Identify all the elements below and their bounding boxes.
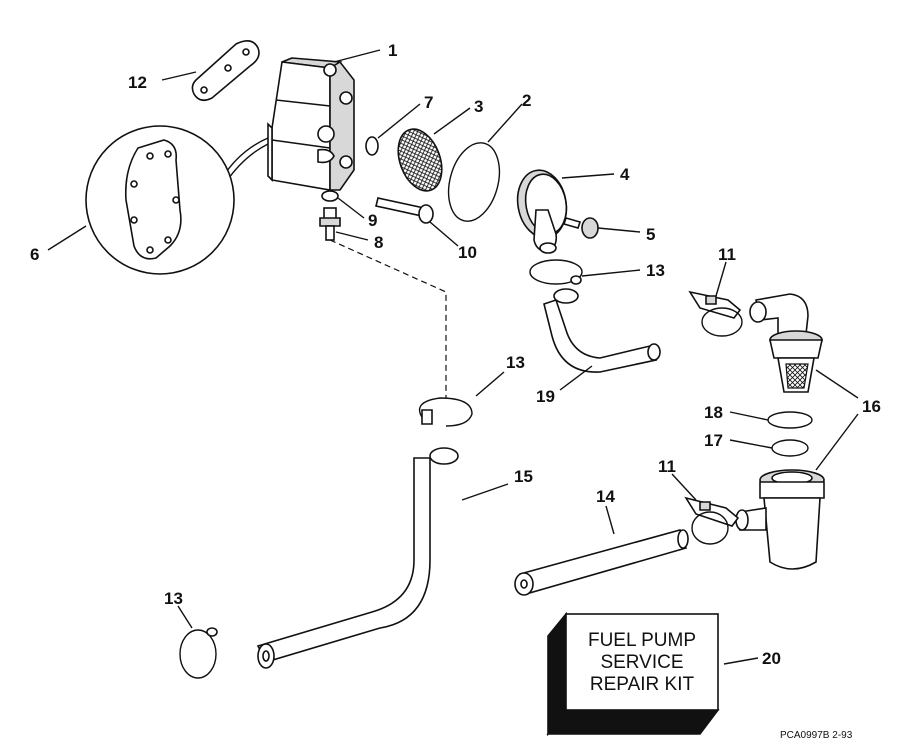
part-3-filter-screen (397, 128, 443, 192)
callout-17: 17 (704, 431, 723, 450)
part-12-gasket (191, 40, 260, 102)
callout-10: 10 (458, 243, 477, 262)
callout-15: 15 (514, 467, 533, 486)
part-11-clamp-lower (684, 496, 740, 545)
callout-9: 9 (368, 211, 377, 230)
reference-code: PCA0997B 2-93 (780, 730, 853, 741)
part-5-screw (562, 217, 599, 239)
part-13-clamp-upper (529, 259, 583, 285)
callout-8: 8 (374, 233, 383, 252)
kit-box-line-1: FUEL PUMP (588, 630, 696, 651)
part-17-o-ring (771, 439, 809, 457)
part-13-clamp-lower (179, 627, 218, 679)
callout-2: 2 (522, 91, 531, 110)
callout-labels: 1 2 3 4 5 6 7 8 9 10 11 11 12 13 13 13 1… (30, 41, 881, 668)
part-19-hose (543, 288, 661, 373)
part-4-pump-cover (516, 169, 568, 254)
part-6-detail-circle (85, 125, 235, 275)
callout-16: 16 (862, 397, 881, 416)
part-1-fuel-pump (221, 57, 355, 191)
part-16-filter-upper (749, 293, 823, 393)
leader-lines (47, 49, 859, 665)
callout-13-middle: 13 (506, 353, 525, 372)
callout-13-lower: 13 (164, 589, 183, 608)
callout-4: 4 (620, 165, 630, 184)
part-10-screw (375, 197, 434, 224)
callout-13-upper: 13 (646, 261, 665, 280)
callout-3: 3 (474, 97, 483, 116)
part-8-fitting (319, 207, 341, 241)
callout-5: 5 (646, 225, 655, 244)
callout-20: 20 (762, 649, 781, 668)
callout-11-lower: 11 (658, 457, 676, 476)
kit-box-line-3: REPAIR KIT (590, 674, 695, 695)
part-15-hose (256, 447, 459, 669)
part-20-repair-kit-box: FUEL PUMP SERVICE REPAIR KIT (546, 611, 720, 737)
callout-6: 6 (30, 245, 39, 264)
part-11-clamp-upper (688, 290, 743, 337)
part-9-o-ring (321, 190, 339, 202)
kit-box-line-2: SERVICE (600, 652, 683, 673)
dashed-route-line (329, 239, 447, 398)
part-18-o-ring (767, 411, 813, 429)
callout-7: 7 (424, 93, 433, 112)
part-14-hose (514, 529, 689, 596)
part-16-filter-bowl (735, 469, 825, 570)
callout-11-upper: 11 (718, 245, 736, 264)
callout-19: 19 (536, 387, 555, 406)
callout-1: 1 (388, 41, 397, 60)
callout-14: 14 (596, 487, 615, 506)
part-7-o-ring (365, 136, 379, 156)
callout-12: 12 (128, 73, 147, 92)
part-13-clamp-middle (418, 397, 473, 427)
callout-18: 18 (704, 403, 723, 422)
part-2-diaphragm-gasket (447, 142, 501, 222)
